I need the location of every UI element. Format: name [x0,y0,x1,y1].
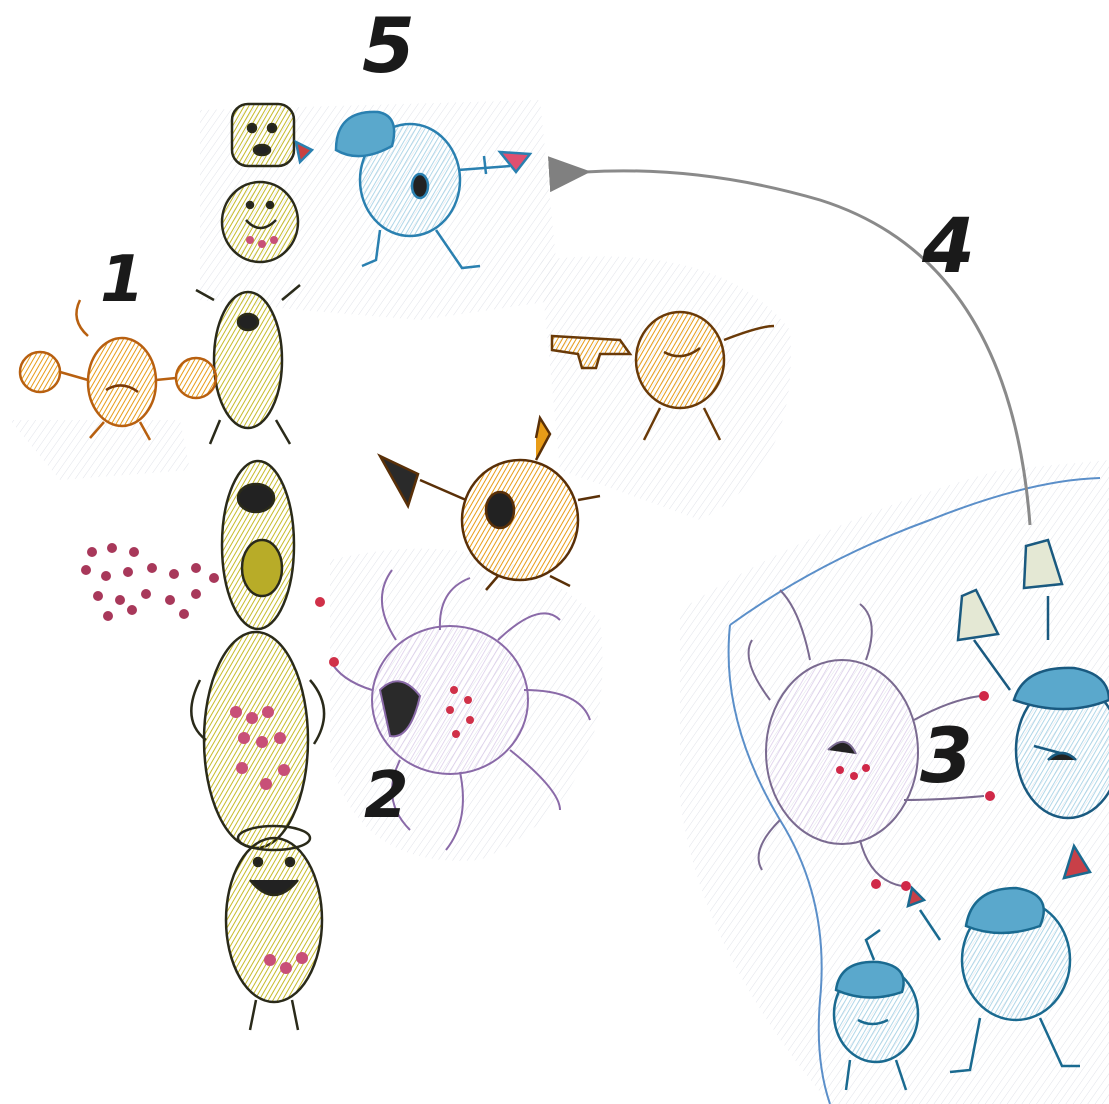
bacterium-1 [232,104,294,166]
step-label-3: 3 [920,718,973,794]
bacterium-3 [214,292,282,428]
step-label-2: 2 [364,764,409,828]
antibody-spray [81,543,219,621]
step-label-4: 4 [922,208,975,284]
bacterium-2 [222,182,298,262]
step-label-1: 1 [100,248,145,312]
bacterium-5 [204,632,308,848]
bacterium-6 [226,838,322,1002]
step-label-5: 5 [362,8,415,84]
antibody-cell-1 [20,300,216,440]
